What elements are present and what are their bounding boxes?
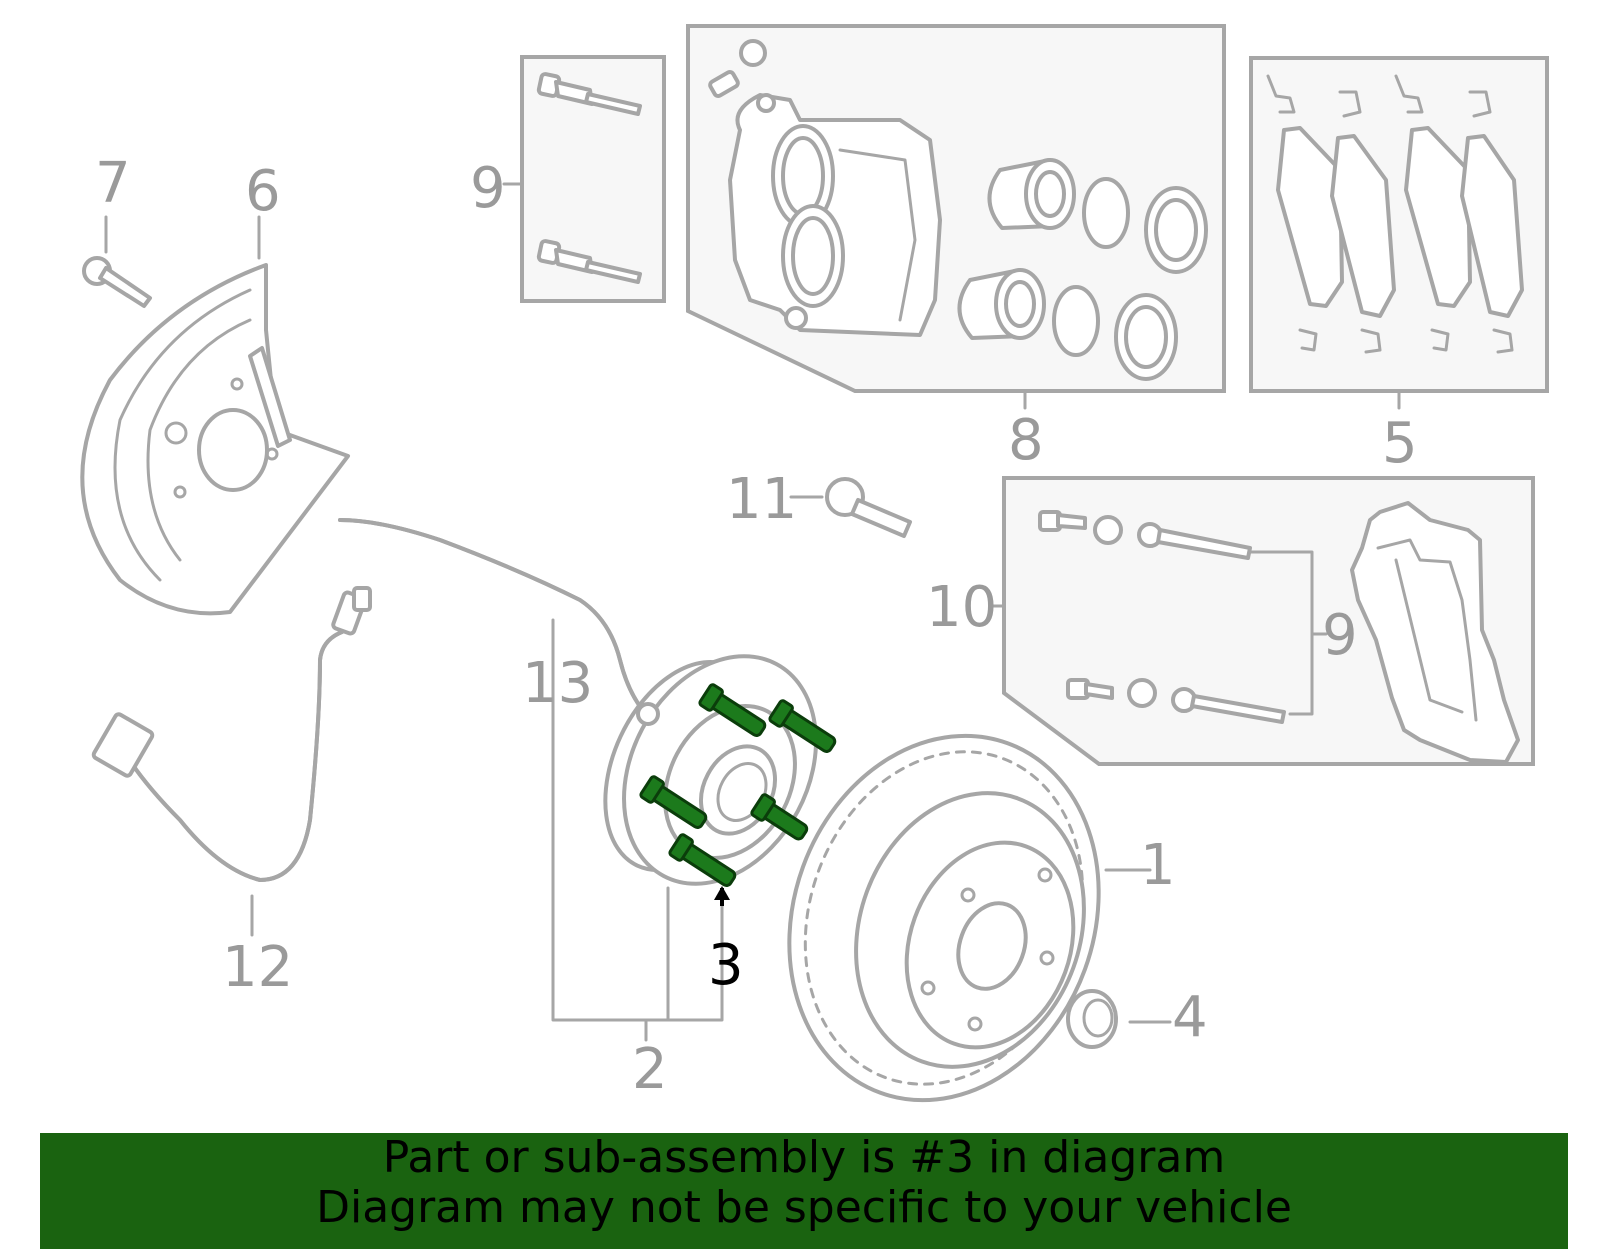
- callout-11: 11: [726, 467, 797, 532]
- wheel-stud: [750, 793, 809, 841]
- notice-line-1: Part or sub-assembly is #3 in diagram: [382, 1132, 1226, 1183]
- callout-9-right: 9: [1322, 603, 1358, 668]
- shield-bolt: [82, 256, 152, 308]
- callout-10: 10: [926, 575, 997, 640]
- bracket-bolt-lower: [1066, 678, 1286, 724]
- callout-3-highlighted: 3: [708, 933, 744, 998]
- callout-9-top: 9: [470, 156, 506, 221]
- notice-line-2: Diagram may not be specific to your vehi…: [316, 1182, 1292, 1233]
- callout-4: 4: [1172, 985, 1208, 1050]
- pad-set-right: [1394, 74, 1524, 354]
- callout-5: 5: [1382, 411, 1418, 476]
- callout-8: 8: [1008, 408, 1044, 473]
- guide-pin-kit-box: [520, 55, 666, 303]
- caliper-body: [728, 93, 942, 337]
- wheel-stud: [768, 699, 837, 753]
- callout-1: 1: [1140, 833, 1176, 898]
- leader-lines: [104, 182, 1401, 1042]
- callout-12: 12: [222, 935, 293, 1000]
- wheel-stud: [639, 775, 708, 829]
- guide-pin-lower: [536, 239, 642, 284]
- piston-upper: [987, 158, 1208, 274]
- piston-lower: [957, 268, 1178, 381]
- callout-6: 6: [245, 159, 281, 224]
- callout-labels: 1 2 3 4 5 6 7 8 9 9 10 11 12 13: [95, 151, 1418, 1102]
- pad-set-left: [1266, 74, 1396, 354]
- callout-13: 13: [522, 651, 593, 716]
- bracket-mounting-bolt: [825, 477, 912, 538]
- callout-2: 2: [632, 1037, 668, 1102]
- guide-pin-upper: [536, 72, 642, 116]
- wheel-speed-sensor: [91, 586, 372, 882]
- bleeder-screw: [708, 39, 767, 98]
- brake-rotor: [787, 733, 1101, 1103]
- sensor-harness: [338, 518, 654, 722]
- wheel-stud: [668, 833, 737, 887]
- caliper-bracket-box: [1002, 476, 1535, 766]
- leader-3-arrowhead: [714, 886, 730, 900]
- caliper-kit-box: [686, 24, 1226, 393]
- brake-pad-kit-box: [1249, 56, 1549, 393]
- notice-banner: Part or sub-assembly is #3 in diagram Di…: [40, 1133, 1568, 1249]
- bracket-bolt-upper: [1038, 510, 1252, 560]
- dust-shield: [80, 263, 350, 616]
- leader-2-13-3: [551, 618, 724, 1042]
- wheel-studs-highlighted: [639, 683, 837, 887]
- caliper-bracket: [1350, 501, 1520, 764]
- callout-7: 7: [95, 151, 131, 216]
- hub-nut: [1066, 989, 1118, 1049]
- leader-9-right: [1249, 550, 1328, 716]
- wheel-stud: [698, 683, 767, 737]
